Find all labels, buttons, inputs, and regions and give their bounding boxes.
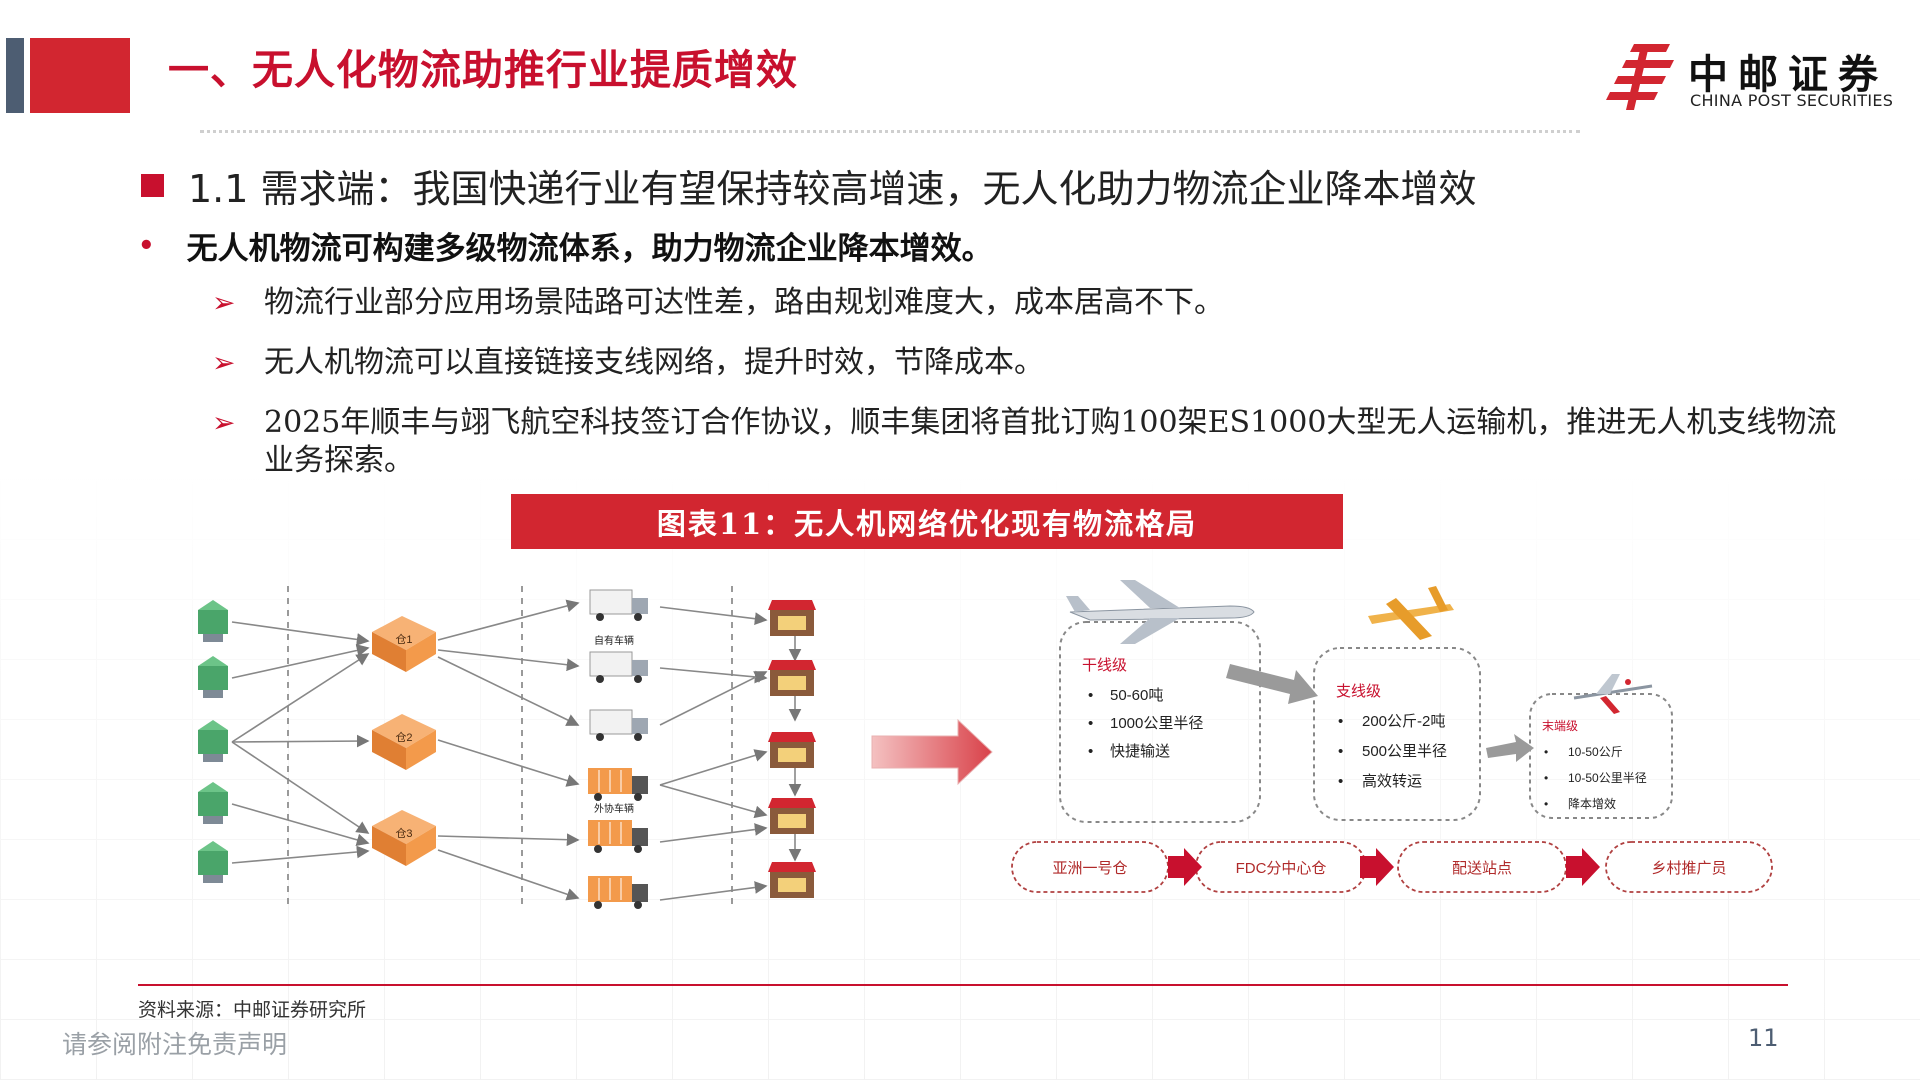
- tier-branch: 支线级 • 200公斤-2吨 • 500公里半径 • 高效转运: [1336, 683, 1447, 790]
- svg-text:•: •: [1544, 771, 1548, 785]
- factory-icon: [198, 782, 228, 824]
- tier-point: 高效转运: [1362, 773, 1422, 790]
- warehouse-1: 仓1: [372, 616, 436, 672]
- tier-point: 200公斤-2吨: [1362, 713, 1445, 730]
- tier-point: 1000公里半径: [1110, 715, 1203, 732]
- orange-truck-icon: [588, 768, 648, 801]
- store-icon: [768, 600, 816, 636]
- brand-subtitle: CHINA POST SECURITIES: [1690, 91, 1894, 110]
- factory-icon: [198, 720, 228, 762]
- warehouse-label: 仓2: [395, 730, 412, 744]
- arrow-bullet-icon: ➢: [212, 286, 236, 319]
- arrow-bullet-icon: ➢: [212, 406, 236, 439]
- partner-vehicles-label: 外协车辆: [594, 802, 634, 815]
- arrow-bullet-icon: ➢: [212, 346, 236, 379]
- list-item-text: 2025年顺丰与翊飞航空科技签订合作协议，顺丰集团将首批订购100架ES1000…: [264, 405, 1837, 478]
- tier-trunk: 干线级 • 50-60吨 • 1000公里半径 • 快捷输送: [1082, 657, 1203, 760]
- column-dividers: [287, 586, 733, 910]
- header-slate-bar: [6, 38, 24, 113]
- svg-text:•: •: [1544, 797, 1548, 811]
- node-pills: [1011, 841, 1773, 893]
- svg-text:•: •: [1338, 713, 1343, 730]
- section-heading: 1.1 需求端：我国快递行业有望保持较高增速，无人化助力物流企业降本增效: [141, 158, 1477, 213]
- svg-text:•: •: [1544, 745, 1548, 759]
- node-label: 亚洲一号仓: [1052, 860, 1127, 877]
- tier-terminal: 末端级 • 10-50公斤 • 10-50公里半径 • 降本增效: [1542, 719, 1647, 811]
- brand-logo-group: 中邮证券 CHINA POST SECURITIES: [1604, 40, 1904, 116]
- header-color-block: [6, 38, 130, 113]
- own-vehicles: 自有车辆: [589, 589, 648, 741]
- small-drone-icon: [1573, 674, 1653, 714]
- store-icon: [768, 862, 816, 898]
- svg-text:•: •: [1088, 743, 1093, 760]
- node-label: 配送站点: [1452, 860, 1512, 877]
- node-label: FDC分中心仓: [1236, 860, 1327, 877]
- node-labels: 亚洲一号仓 FDC分中心仓 配送站点 乡村推广员: [1052, 860, 1726, 877]
- tier-name: 支线级: [1336, 683, 1381, 700]
- square-bullet-icon: [141, 174, 164, 197]
- airliner-icon: [1066, 580, 1255, 644]
- page-title: 一、无人化物流助推行业提质增效: [168, 46, 798, 94]
- factory-icons: [198, 600, 228, 883]
- main-bullet-text: 无人机物流可构建多级物流体系，助力物流企业降本增效。: [186, 231, 993, 267]
- svg-text:•: •: [1338, 743, 1343, 760]
- partner-vehicles: 外协车辆: [588, 768, 648, 909]
- tier-point: 50-60吨: [1110, 687, 1163, 704]
- page-number: 11: [1748, 1024, 1779, 1052]
- store-icon: [768, 732, 816, 768]
- list-item-text: 物流行业部分应用场景陆路可达性差，路由规划难度大，成本居高不下。: [264, 285, 1224, 320]
- section-heading-text: 1.1 需求端：我国快递行业有望保持较高增速，无人化助力物流企业降本增效: [188, 167, 1477, 211]
- figure-caption: 图表11：无人机网络优化现有物流格局: [511, 494, 1343, 549]
- warehouse-label: 仓3: [395, 826, 412, 840]
- source-note: 资料来源：中邮证券研究所: [138, 999, 367, 1021]
- warehouse-3: 仓3: [372, 810, 436, 866]
- header-red-block: [30, 38, 130, 113]
- svg-text:•: •: [1338, 773, 1343, 790]
- svg-text:•: •: [1088, 715, 1093, 732]
- cargo-uav-icon: [1368, 586, 1454, 640]
- footer-divider: [138, 984, 1788, 986]
- brand-name: 中邮证券: [1688, 52, 1888, 98]
- factory-icon: [198, 841, 228, 883]
- factory-icon: [198, 600, 228, 642]
- tier-connector-arrows: [1226, 664, 1534, 762]
- store-icon: [768, 660, 816, 696]
- china-post-logo-icon: [1606, 44, 1674, 110]
- orange-truck-icon: [588, 876, 648, 909]
- own-vehicles-label: 自有车辆: [594, 634, 634, 647]
- list-item: ➢ 物流行业部分应用场景陆路可达性差，路由规划难度大，成本居高不下。: [212, 284, 1852, 322]
- connection-lines: [231, 599, 802, 901]
- white-truck-icon: [589, 709, 648, 741]
- header-dotted-divider: [200, 130, 1580, 133]
- list-item: ➢ 无人机物流可以直接链接支线网络，提升时效，节降成本。: [212, 344, 1852, 382]
- main-bullet: • 无人机物流可构建多级物流体系，助力物流企业降本增效。: [138, 223, 993, 268]
- node-label: 乡村推广员: [1651, 860, 1726, 877]
- tier-name: 干线级: [1082, 657, 1127, 674]
- tier-name: 末端级: [1542, 719, 1578, 733]
- tier-point: 降本增效: [1568, 796, 1616, 811]
- svg-text:•: •: [1088, 687, 1093, 704]
- node-chevron-arrows: [1168, 848, 1600, 886]
- store-icon: [768, 798, 816, 834]
- tier-point: 500公里半径: [1362, 743, 1447, 760]
- tier-point: 10-50公里半径: [1568, 771, 1647, 785]
- list-item: ➢ 2025年顺丰与翊飞航空科技签订合作协议，顺丰集团将首批订购100架ES10…: [212, 404, 1852, 480]
- white-truck-icon: [589, 589, 648, 621]
- store-icons: [768, 600, 816, 898]
- dot-bullet-icon: •: [138, 230, 155, 261]
- orange-truck-icon: [588, 820, 648, 853]
- logistics-network-diagram: 仓1 仓2 仓3 自有车辆 外协车辆: [198, 580, 1773, 910]
- list-item-text: 无人机物流可以直接链接支线网络，提升时效，节降成本。: [264, 345, 1044, 380]
- factory-icon: [198, 656, 228, 698]
- white-truck-icon: [589, 651, 648, 683]
- warehouse-2: 仓2: [372, 714, 436, 770]
- disclaimer-note: 请参阅附注免责声明: [62, 1030, 288, 1059]
- tier-point: 快捷输送: [1110, 743, 1170, 760]
- tier-point: 10-50公斤: [1568, 745, 1623, 759]
- warehouse-label: 仓1: [395, 632, 412, 646]
- transition-arrow-icon: [871, 718, 993, 786]
